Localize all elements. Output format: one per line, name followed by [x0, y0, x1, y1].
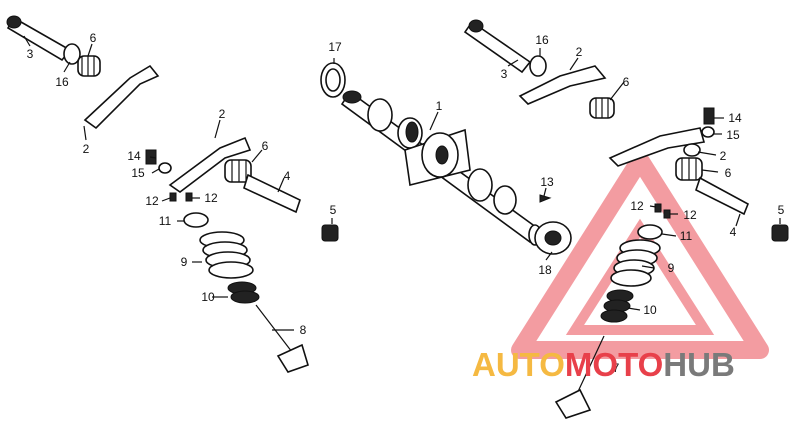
- cap-nut-5-left: [321, 224, 339, 242]
- watermark-auto: AUTO: [472, 346, 565, 383]
- cap-nut-5-right: [771, 224, 789, 242]
- callout-9-right: 9: [668, 261, 675, 275]
- callout-12a-left: 12: [145, 194, 159, 208]
- valve-spring-9-left: [199, 231, 254, 279]
- rocker-arm-left-top: [83, 64, 160, 130]
- rocker-shaft-right-lower: [695, 176, 750, 216]
- callout-11-left: 11: [159, 214, 172, 228]
- camshaft: [340, 90, 542, 246]
- callout-6-right-lower: 6: [725, 166, 732, 180]
- callout-10-left: 10: [201, 290, 215, 304]
- valve-7-right: [554, 335, 605, 419]
- pin-13: [539, 194, 552, 203]
- leader-lines: [23, 35, 781, 331]
- callout-5-left: 5: [330, 203, 337, 217]
- rocker-arm-left-lower: [168, 136, 252, 193]
- bearing-inner: [544, 230, 562, 246]
- nut-15-left: [158, 162, 172, 174]
- callout-13: 13: [540, 175, 554, 189]
- callout-1: 1: [436, 99, 443, 113]
- cotter-12b-left: [185, 192, 193, 202]
- callout-2-left-top: 2: [83, 142, 90, 156]
- spring-6-right-top: [589, 97, 615, 119]
- rocker-arm-right-lower: [608, 127, 706, 167]
- callout-11-right: 11: [680, 229, 693, 243]
- rocker-shaft-left-lower: [243, 173, 301, 214]
- callout-3-left: 3: [27, 47, 34, 61]
- nut-15-right: [701, 126, 715, 138]
- right-rocker-shaft-top: [463, 19, 532, 74]
- callout-14-right: 14: [728, 111, 742, 125]
- spring-6-left-lower: [224, 159, 252, 183]
- watermark-text: AUTOMOTOHUB: [472, 346, 735, 383]
- callout-15-right: 15: [726, 128, 740, 142]
- callout-10-right: 10: [643, 303, 657, 317]
- washer-16-right: [529, 55, 547, 77]
- retainer-11-left: [183, 212, 209, 228]
- callout-17: 17: [328, 40, 342, 54]
- callout-12b-right: 12: [683, 208, 697, 222]
- callout-16-right: 16: [535, 33, 549, 47]
- valve-spring-10-right: [600, 289, 634, 323]
- watermark-triangle: [511, 151, 769, 359]
- callout-16-left: 16: [55, 75, 69, 89]
- callout-labels: 3 16 6 2 2 6 4 14 15 12 12 11 9 10 8 17 …: [27, 31, 785, 375]
- watermark-hub: HUB: [663, 346, 735, 383]
- cotter-12a-right: [654, 203, 662, 213]
- callout-6-right-top: 6: [623, 75, 630, 89]
- callout-7: 7: [613, 361, 620, 375]
- washer-2-right: [683, 143, 701, 157]
- callout-4-right: 4: [730, 225, 737, 239]
- callout-14-left: 14: [127, 149, 141, 163]
- washer-16-left: [63, 43, 81, 65]
- callout-18: 18: [538, 263, 552, 277]
- seal-ring-inner: [325, 68, 341, 92]
- cotter-12b-right: [663, 209, 671, 219]
- callout-15-left: 15: [131, 166, 145, 180]
- callout-12b-left: 12: [204, 191, 218, 205]
- retainer-11-right: [637, 224, 663, 240]
- callout-2-right-top: 2: [576, 45, 583, 59]
- callout-6-left-lower: 6: [262, 139, 269, 153]
- callout-2-right-lower: 2: [720, 149, 727, 163]
- valve-8-left: [255, 304, 309, 373]
- screw-14-right: [703, 107, 715, 125]
- callout-8: 8: [300, 323, 307, 337]
- spring-6-right-lower: [675, 157, 703, 181]
- callout-12a-right: 12: [630, 199, 644, 213]
- callout-2-left-lower: 2: [219, 107, 226, 121]
- spring-6-left-top: [77, 55, 101, 77]
- rocker-arm-right-top: [518, 65, 607, 105]
- valve-spring-10-left: [227, 281, 260, 304]
- valve-spring-9-right: [610, 239, 661, 287]
- callout-6-left-top: 6: [90, 31, 97, 45]
- watermark-moto: MOTO: [565, 346, 663, 383]
- callout-4-left: 4: [284, 169, 291, 183]
- cotter-12a-left: [169, 192, 177, 202]
- callout-9-left: 9: [181, 255, 188, 269]
- callout-5-right: 5: [778, 203, 785, 217]
- left-rocker-shaft-top: [6, 15, 72, 62]
- callout-3-right: 3: [501, 67, 508, 81]
